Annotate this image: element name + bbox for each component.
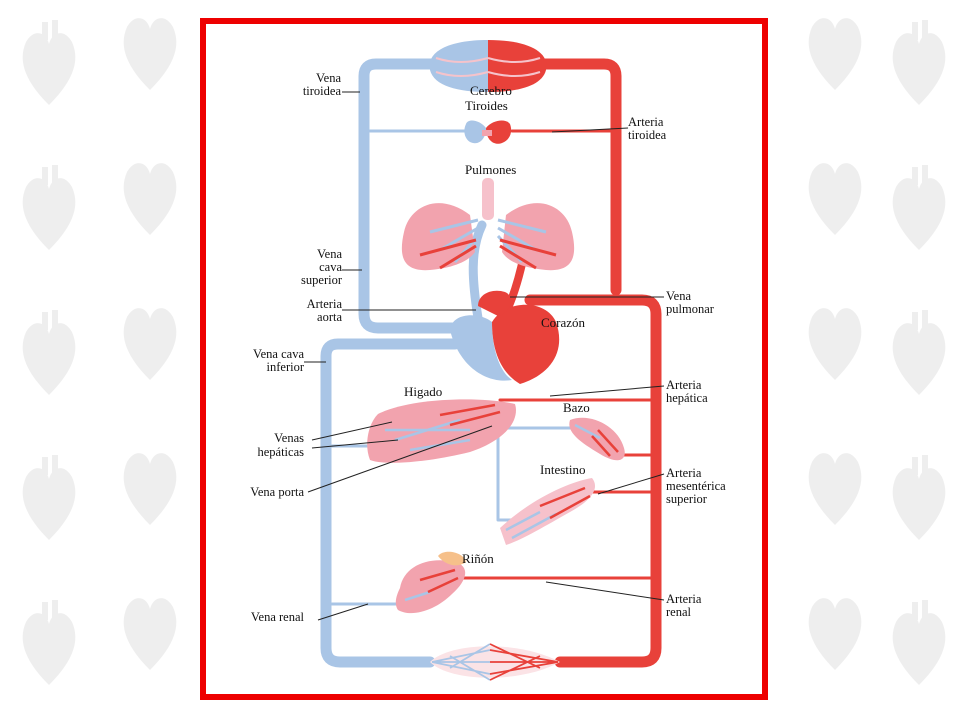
vena-cava-superior-vessel [358,58,466,334]
label-cerebro: Cerebro [470,83,512,98]
label-arteria-mesenterica-2: mesentérica [666,479,726,493]
heart-anatomy-icon [892,310,946,395]
label-arteria-renal-2: renal [666,605,692,619]
label-arteria-tiroidea-2: tiroidea [628,128,667,142]
arteria-aorta-lower-vessel [524,294,662,668]
heart-anatomy-icon [808,163,862,235]
heart-anatomy-icon [892,20,946,105]
heart-anatomy-icon [123,453,177,525]
label-venas-hepaticas-1: Venas [274,431,304,445]
label-rinon: Riñón [462,551,494,566]
label-arteria-aorta-1: Arteria [307,297,343,311]
heart-anatomy-icon [808,308,862,380]
label-vena-cava-superior-2: cava [319,260,342,274]
label-tiroides: Tiroides [465,98,508,113]
leader-lines [304,91,665,621]
heart-anatomy-icon [22,165,76,250]
heart-anatomy-icon [123,598,177,670]
label-vena-cava-superior-1: Vena [317,247,342,261]
heart-anatomy-icon [22,455,76,540]
heart-anatomy-icon [892,455,946,540]
heart-anatomy-icon [808,18,862,90]
label-arteria-tiroidea-1: Arteria [628,115,664,129]
label-arteria-mesenterica-3: superior [666,492,708,506]
label-vena-pulmonar-2: pulmonar [666,302,715,316]
heart-anatomy-icon [22,600,76,685]
heart-anatomy-icon [22,310,76,395]
label-vena-porta: Vena porta [250,485,304,499]
label-intestino: Intestino [540,462,586,477]
heart-anatomy-icon [22,20,76,105]
label-higado: Higado [404,384,442,399]
heart-anatomy-icon [123,308,177,380]
label-arteria-hepatica-1: Arteria [666,378,702,392]
heart-anatomy-icon [123,18,177,90]
label-arteria-hepatica-2: hepática [666,391,708,405]
pulmonary-artery-vessel [468,220,487,323]
heart-anatomy-icon [808,453,862,525]
pulmones-organ [401,178,575,271]
corazon-organ [450,290,560,384]
label-bazo: Bazo [563,400,590,415]
label-vena-cava-superior-3: superior [301,273,343,287]
capillary-bed [430,643,560,681]
label-arteria-mesenterica-1: Arteria [666,466,702,480]
higado-organ [367,399,516,463]
heart-anatomy-icon [892,600,946,685]
label-pulmones: Pulmones [465,162,516,177]
label-vena-cava-inferior-2: inferior [267,360,305,374]
label-vena-tiroidea-1: Vena [316,71,341,85]
vena-cava-inferior-vessel [320,338,461,668]
arteria-aorta-upper-vessel [539,58,622,296]
tiroides-organ [464,120,512,144]
label-arteria-renal-1: Arteria [666,592,702,606]
heart-anatomy-icon [808,598,862,670]
intestino-organ [500,478,596,545]
heart-anatomy-icon [892,165,946,250]
rinon-organ [395,551,466,614]
label-venas-hepaticas-2: hepáticas [257,445,304,459]
label-corazon: Corazón [541,315,586,330]
cerebro-organ [429,40,547,92]
heart-anatomy-icon [123,163,177,235]
label-arteria-aorta-2: aorta [317,310,342,324]
label-vena-tiroidea-2: tiroidea [303,84,342,98]
veins [320,58,572,668]
label-vena-pulmonar-1: Vena [666,289,691,303]
label-vena-cava-inferior-1: Vena cava [253,347,304,361]
label-vena-renal: Vena renal [251,610,305,624]
bazo-organ [569,417,625,461]
